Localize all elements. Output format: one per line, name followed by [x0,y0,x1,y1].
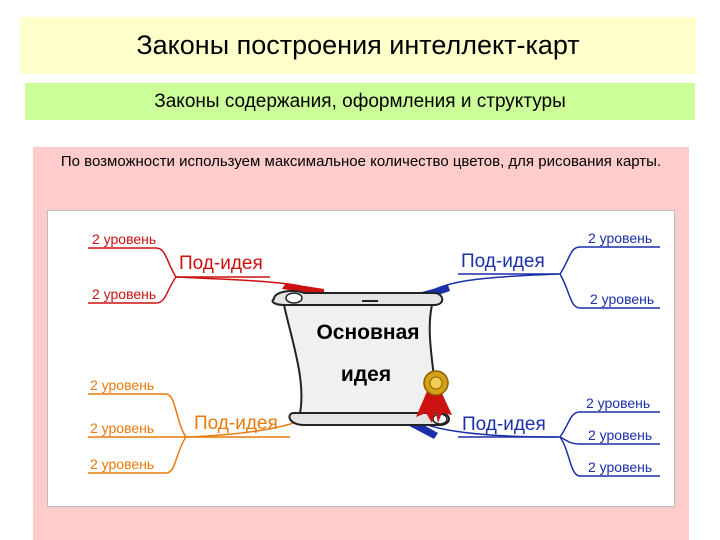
mindmap-canvas: Под-идея 2 уровень 2 уровень Под-идея 2 … [88,230,660,477]
branch-bottom-left-label: Под-идея [194,413,278,434]
branch-top-right [422,246,660,309]
central-scroll [271,290,450,426]
slide-title: Законы построения интеллект-карт [136,30,580,60]
branch-bottom-right-level-3: 2 уровень [588,459,652,475]
slide-subtitle-bar: Законы содержания, оформления и структур… [25,83,695,120]
branch-bottom-right [405,411,660,477]
branch-top-left-label: Под-идея [179,253,263,274]
content-text: По возможности используем максимальное к… [60,153,662,170]
branch-bottom-right-label: Под-идея [462,414,546,435]
mindmap-diagram: Под-идея 2 уровень 2 уровень Под-идея 2 … [47,210,675,507]
branch-top-right-fork-upper [559,246,660,275]
branch-bottom-left-fork-upper [88,393,187,438]
branch-bottom-right-level-1: 2 уровень [586,395,650,411]
branch-top-right-level-1: 2 уровень [588,230,652,246]
branch-top-right-level-2: 2 уровень [590,291,654,307]
branch-bottom-right-fork-upper [559,411,660,438]
branch-top-left-level-1: 2 уровень [92,231,156,247]
branch-top-right-fork-lower [559,273,660,309]
seal-icon [416,370,452,423]
branch-bottom-right-fork-middle [559,436,660,445]
branch-bottom-left-level-2: 2 уровень [90,420,154,436]
scroll-bottom-roll [288,412,450,426]
branch-bottom-left-level-3: 2 уровень [90,456,154,472]
slide-subtitle: Законы содержания, оформления и структур… [154,90,566,112]
central-idea-line1: Основная [316,321,419,344]
branch-top-left-fork-lower [88,276,177,304]
slide-title-bar: Законы построения интеллект-карт [20,17,696,74]
seal-inner [429,376,443,390]
branch-top-left-fork-upper [88,247,177,278]
branch-top-left-connector [175,276,301,287]
branch-bottom-right-level-2: 2 уровень [588,427,652,443]
scroll-top-curl [285,292,303,304]
branch-bottom-left-level-1: 2 уровень [90,377,154,393]
scroll-top-roll [271,290,444,306]
central-idea-line2: идея [341,363,391,386]
branch-bottom-left-fork-lower [88,436,187,474]
branch-bottom-right-fork-lower [559,436,660,477]
branch-top-left-level-2: 2 уровень [92,286,156,302]
branch-top-right-label: Под-идея [461,251,545,272]
seal-ribbon-right [432,389,452,423]
